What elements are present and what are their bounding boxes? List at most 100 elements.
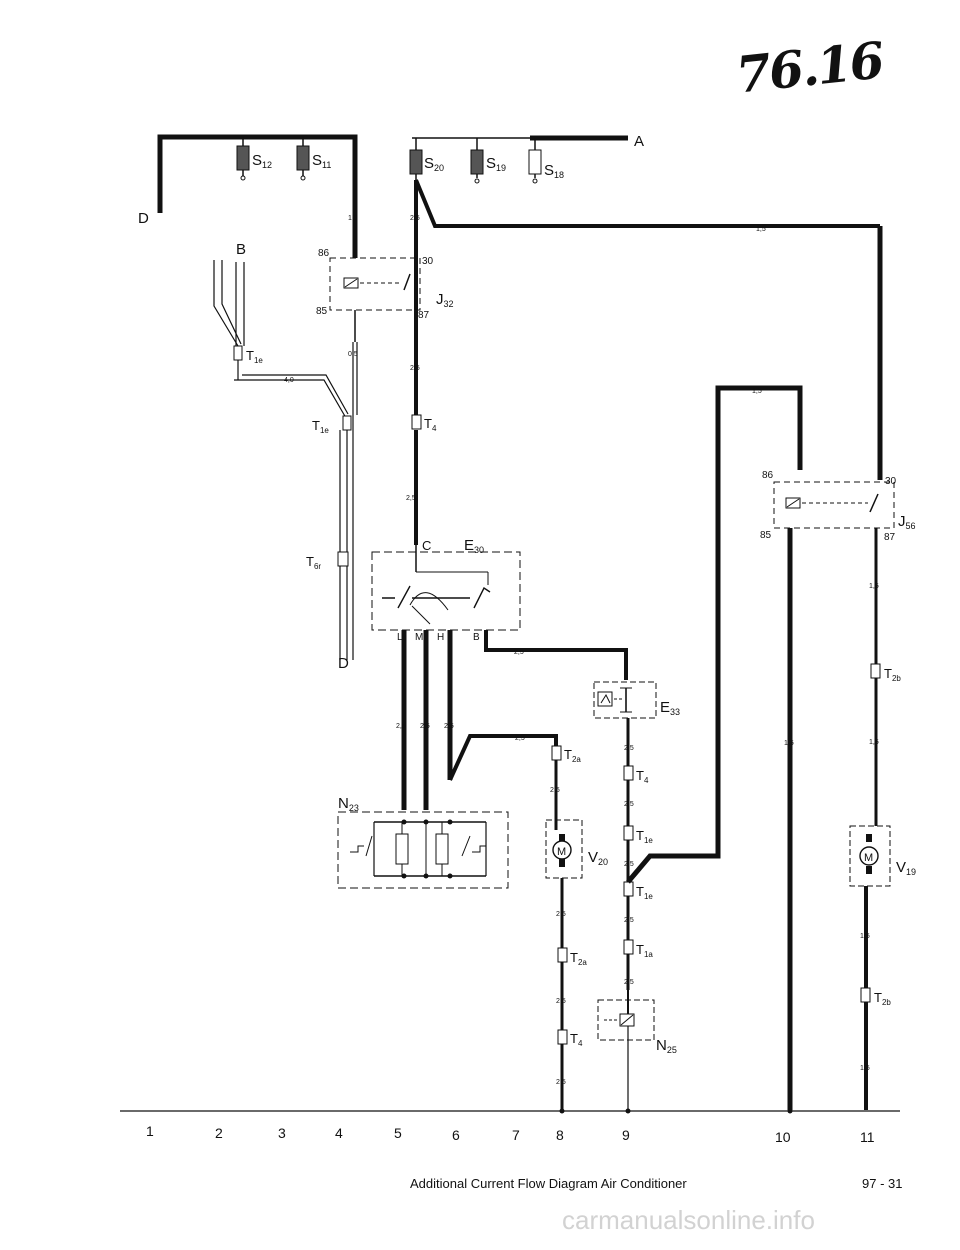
- svg-text:8: 8: [556, 1127, 564, 1143]
- svg-text:M: M: [864, 852, 873, 864]
- svg-text:T4: T4: [424, 416, 437, 433]
- fuse-s12: S12: [236, 137, 272, 181]
- svg-text:T4: T4: [570, 1031, 583, 1048]
- motor-v19: M V19: [849, 825, 916, 887]
- wire-size-label: 1,5: [860, 933, 870, 940]
- svg-text:10: 10: [775, 1129, 791, 1145]
- terminal-A: A: [634, 133, 644, 150]
- wire-size-label: 2,5: [396, 723, 406, 730]
- svg-text:S18: S18: [544, 162, 564, 180]
- svg-text:N25: N25: [656, 1037, 677, 1055]
- svg-text:H: H: [437, 632, 444, 643]
- connector-t1a: T1a: [623, 939, 653, 959]
- wire-loop-col9-j56: [626, 385, 803, 884]
- svg-text:5: 5: [394, 1125, 402, 1141]
- svg-text:87: 87: [418, 310, 430, 321]
- watermark-text: carmanualsonline.info: [562, 1205, 815, 1235]
- thermostat-e33: E33: [593, 681, 680, 719]
- switch-e30: C E30 L M H B: [371, 537, 521, 643]
- wire-size-label: 1,5: [752, 388, 762, 395]
- svg-text:L: L: [397, 632, 403, 643]
- resistor-n23: N23: [337, 795, 509, 889]
- svg-text:V20: V20: [588, 849, 608, 867]
- svg-text:T6r: T6r: [306, 554, 321, 571]
- svg-text:S12: S12: [252, 152, 272, 170]
- connector-t1e-a: T1e: [233, 345, 263, 365]
- svg-text:86: 86: [762, 470, 774, 481]
- svg-text:T1e: T1e: [246, 348, 263, 365]
- svg-text:6: 6: [452, 1127, 460, 1143]
- wire-size-label: 2,5: [556, 998, 566, 1005]
- svg-text:2: 2: [215, 1125, 223, 1141]
- svg-text:T4: T4: [636, 768, 649, 785]
- wire-size-label: 2,5: [410, 215, 420, 222]
- motor-v20: M V20: [545, 819, 608, 879]
- connector-t1e-c: T1e: [623, 825, 653, 845]
- page-number: 97 - 31: [862, 1176, 903, 1191]
- svg-text:B: B: [473, 632, 480, 643]
- connector-t4-b: T4: [623, 765, 649, 785]
- svg-text:E30: E30: [464, 537, 484, 555]
- wire-size-label: 1,5: [784, 740, 794, 747]
- wire-size-label: 2,5: [550, 787, 560, 794]
- fuse-s18: S18: [528, 138, 564, 184]
- relay-j32: 86 30 85 87 J32: [316, 227, 454, 420]
- svg-text:J32: J32: [436, 291, 454, 309]
- wire-size-label: 2,5: [624, 861, 634, 868]
- svg-text:T2a: T2a: [564, 747, 581, 764]
- svg-text:9: 9: [622, 1127, 630, 1143]
- connector-t1e-b: T1e: [312, 415, 352, 435]
- terminal-D-top: D: [138, 210, 149, 227]
- wire-b-group: [213, 260, 358, 660]
- svg-text:T1e: T1e: [636, 884, 653, 901]
- svg-text:T1e: T1e: [636, 828, 653, 845]
- wire-size-label: 1,5: [869, 583, 879, 590]
- svg-text:T2b: T2b: [874, 990, 891, 1007]
- terminal-B: B: [236, 241, 246, 258]
- svg-text:7: 7: [512, 1127, 520, 1143]
- relay-j56: 86 30 85 87 J56: [760, 470, 916, 543]
- connector-t2b-b: T2b: [860, 987, 891, 1007]
- connector-t4-a: T4: [411, 414, 437, 433]
- wire-size-label: 1,0: [348, 215, 358, 222]
- connector-t6r: T6r: [306, 551, 349, 571]
- fuse-s20: S20: [409, 138, 444, 180]
- wire-size-label: 2,5: [514, 649, 524, 656]
- svg-text:C: C: [422, 538, 431, 553]
- svg-text:S11: S11: [312, 152, 331, 170]
- top-bus-lines: [157, 134, 628, 227]
- svg-text:30: 30: [422, 256, 434, 267]
- svg-text:S19: S19: [486, 155, 506, 173]
- wire-size-label: 2,5: [406, 495, 416, 502]
- wire-size-label: 1,5: [860, 1065, 870, 1072]
- wire-size-label: 0,5: [348, 351, 358, 358]
- wire-size-label: 1,5: [756, 226, 766, 233]
- wire-size-label: 2,5: [556, 1079, 566, 1086]
- valve-n25: N25: [597, 990, 677, 1110]
- wire-size-label: 2,5: [556, 911, 566, 918]
- svg-text:V19: V19: [896, 859, 916, 877]
- fuse-s11: S11: [296, 137, 331, 181]
- connector-t2b-a: T2b: [870, 663, 901, 683]
- wire-size-label: 2,5: [624, 917, 634, 924]
- wire-s20-right: [414, 179, 883, 480]
- svg-text:N23: N23: [338, 795, 359, 813]
- connector-t4-c: T4: [557, 1029, 583, 1048]
- wire-size-label: 2,5: [444, 723, 454, 730]
- wire-size-label: 2,5: [420, 723, 430, 730]
- wire-size-label: 2,5: [515, 735, 525, 742]
- wire-size-label: 1,5: [869, 739, 879, 746]
- svg-text:3: 3: [278, 1125, 286, 1141]
- svg-text:30: 30: [885, 476, 897, 487]
- grid-numbers: 1 2 3 4 5 6 7 8 9 10 11: [146, 1123, 875, 1145]
- fuse-s19: S19: [470, 138, 506, 184]
- diagram-caption: Additional Current Flow Diagram Air Cond…: [410, 1176, 687, 1191]
- wire-size-label: 2,5: [410, 365, 420, 372]
- svg-text:4: 4: [335, 1125, 343, 1141]
- svg-text:11: 11: [860, 1129, 875, 1145]
- svg-text:E33: E33: [660, 699, 680, 717]
- svg-text:1: 1: [146, 1123, 154, 1139]
- svg-text:85: 85: [316, 306, 328, 317]
